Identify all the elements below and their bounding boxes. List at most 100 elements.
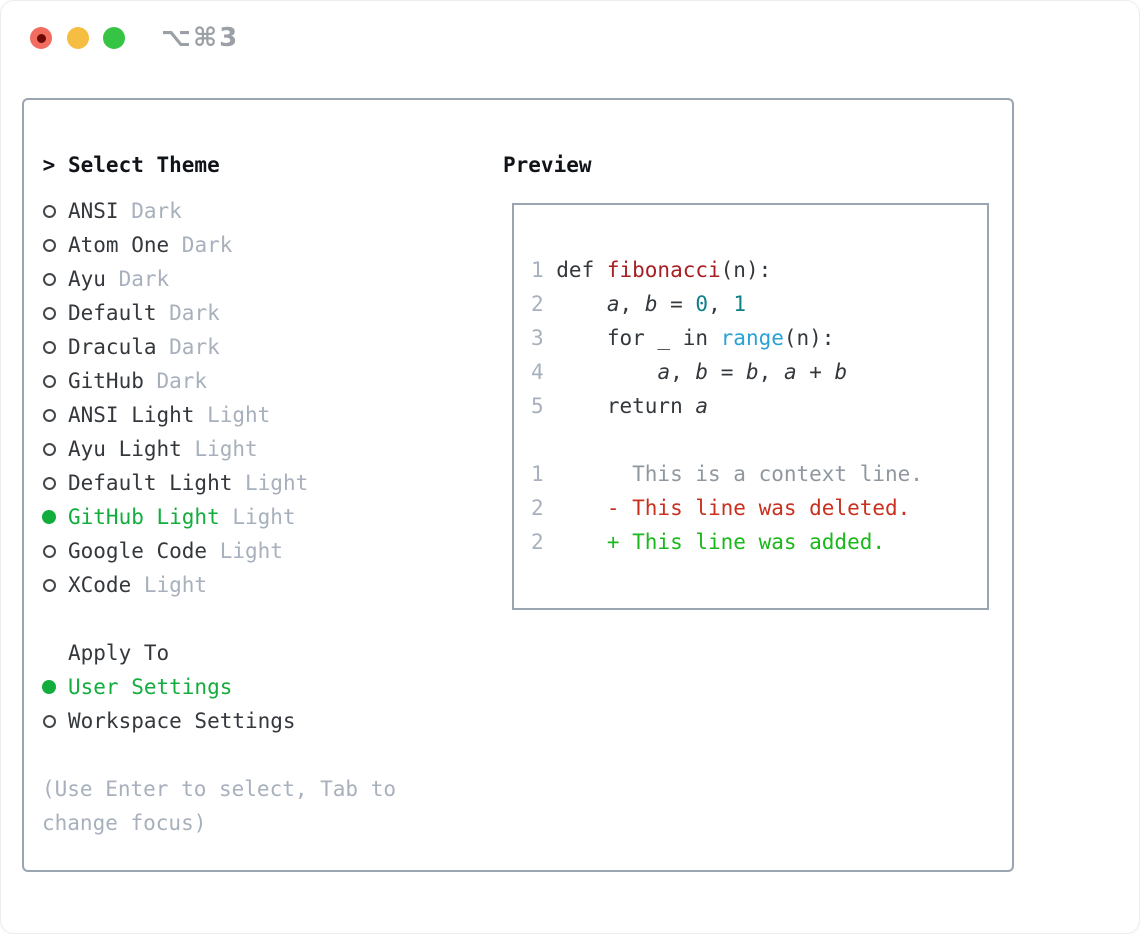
theme-option[interactable]: Atom One Dark: [42, 228, 502, 262]
code-segment: a: [783, 360, 797, 384]
radio-unselected-icon: [42, 340, 56, 354]
code-segment: a: [606, 292, 620, 316]
prompt-caret-icon: >: [42, 153, 56, 177]
titlebar: ⌥⌘3: [1, 1, 1139, 76]
code-segment: def: [556, 258, 607, 282]
code-line: 2 a, b = 0, 1: [531, 287, 987, 321]
apply-to-title: Apply To: [68, 641, 170, 665]
code-segment: [556, 292, 607, 316]
radio-unselected-icon: [42, 476, 56, 490]
variant-tag: Light: [207, 539, 283, 563]
code-segment: return: [556, 394, 696, 418]
theme-option[interactable]: Ayu Light Light: [42, 432, 502, 466]
theme-option[interactable]: ANSI Light Light: [42, 398, 502, 432]
theme-option[interactable]: Default Dark: [42, 296, 502, 330]
code-segment: +: [796, 360, 835, 384]
code-segment: a: [657, 360, 671, 384]
option-label: Dracula: [68, 335, 157, 359]
code-segment: fibonacci: [606, 258, 721, 282]
select-theme-header: > Select Theme: [42, 148, 502, 182]
window-title: ⌥⌘3: [161, 23, 240, 53]
radio-unselected-icon: [42, 544, 56, 558]
option-label: Workspace Settings: [68, 709, 296, 733]
code-segment: + This line was added.: [556, 530, 886, 554]
spacer: [42, 602, 502, 636]
variant-tag: Dark: [105, 267, 170, 291]
option-label: XCode: [68, 573, 132, 597]
line-number: 4: [531, 360, 544, 384]
variant-tag: Light: [131, 573, 208, 597]
theme-option[interactable]: GitHub Light Light: [42, 500, 502, 534]
variant-tag: Dark: [156, 335, 220, 359]
theme-option[interactable]: XCode Light: [42, 568, 502, 602]
code-segment: 0: [695, 292, 709, 316]
code-segment: b: [834, 360, 848, 384]
code-line: 2 - This line was deleted.: [531, 491, 987, 525]
option-label: Ayu Light: [68, 437, 182, 461]
line-number: 2: [531, 496, 544, 520]
radio-unselected-icon: [42, 374, 56, 388]
theme-option[interactable]: GitHub Dark: [42, 364, 502, 398]
code-segment: =: [657, 292, 696, 316]
option-label: Atom One: [68, 233, 170, 257]
code-segment: b: [695, 360, 709, 384]
apply-to-header: Apply To: [42, 636, 502, 670]
theme-option[interactable]: Dracula Dark: [42, 330, 502, 364]
code-segment: ,: [758, 360, 784, 384]
spacer: [42, 738, 502, 772]
option-label: Google Code: [68, 539, 208, 563]
minimize-button[interactable]: [67, 27, 89, 49]
code-line: 3 for _ in range(n):: [531, 321, 987, 355]
line-number: 2: [531, 292, 544, 316]
code-line: 1 This is a context line.: [531, 457, 987, 491]
code-segment: =: [708, 360, 746, 384]
theme-option[interactable]: Google Code Light: [42, 534, 502, 568]
variant-tag: Dark: [156, 301, 220, 325]
code-segment: for _ in: [556, 326, 721, 350]
option-label: Default: [68, 301, 157, 325]
radio-unselected-icon: [42, 306, 56, 320]
apply-option[interactable]: User Settings: [42, 670, 502, 704]
radio-unselected-icon: [42, 408, 56, 422]
code-segment: This is a context line.: [556, 462, 923, 486]
preview-column: Preview: [503, 148, 998, 182]
code-segment: (n):: [720, 258, 772, 282]
variant-tag: Dark: [118, 199, 182, 223]
apply-option[interactable]: Workspace Settings: [42, 704, 502, 738]
theme-option[interactable]: ANSI Dark: [42, 194, 502, 228]
theme-option[interactable]: Ayu Dark: [42, 262, 502, 296]
hint-line: change focus): [42, 811, 207, 835]
option-label: Default Light: [68, 471, 233, 495]
maximize-button[interactable]: [103, 27, 125, 49]
close-button[interactable]: [30, 27, 52, 49]
radio-selected-icon: [42, 510, 56, 524]
line-number: 3: [531, 326, 544, 350]
line-number: 2: [531, 530, 544, 554]
radio-unselected-icon: [42, 204, 56, 218]
code-line: 2 + This line was added.: [531, 525, 987, 559]
code-segment: - This line was deleted.: [556, 496, 911, 520]
close-button-dot: [36, 33, 46, 43]
radio-unselected-icon: [42, 578, 56, 592]
option-label: ANSI: [68, 199, 119, 223]
option-label: GitHub Light: [68, 505, 220, 529]
code-segment: ,: [670, 360, 696, 384]
code-segment: 1: [733, 292, 747, 316]
line-number: 1: [531, 462, 544, 486]
radio-unselected-icon: [42, 714, 56, 728]
line-number: 5: [531, 394, 544, 418]
variant-tag: Light: [181, 437, 258, 461]
code-line: 5 return a: [531, 389, 987, 423]
option-label: Ayu: [68, 267, 106, 291]
code-segment: ,: [708, 292, 734, 316]
theme-option[interactable]: Default Light Light: [42, 466, 502, 500]
code-segment: range: [720, 326, 784, 350]
code-line: [531, 423, 987, 457]
